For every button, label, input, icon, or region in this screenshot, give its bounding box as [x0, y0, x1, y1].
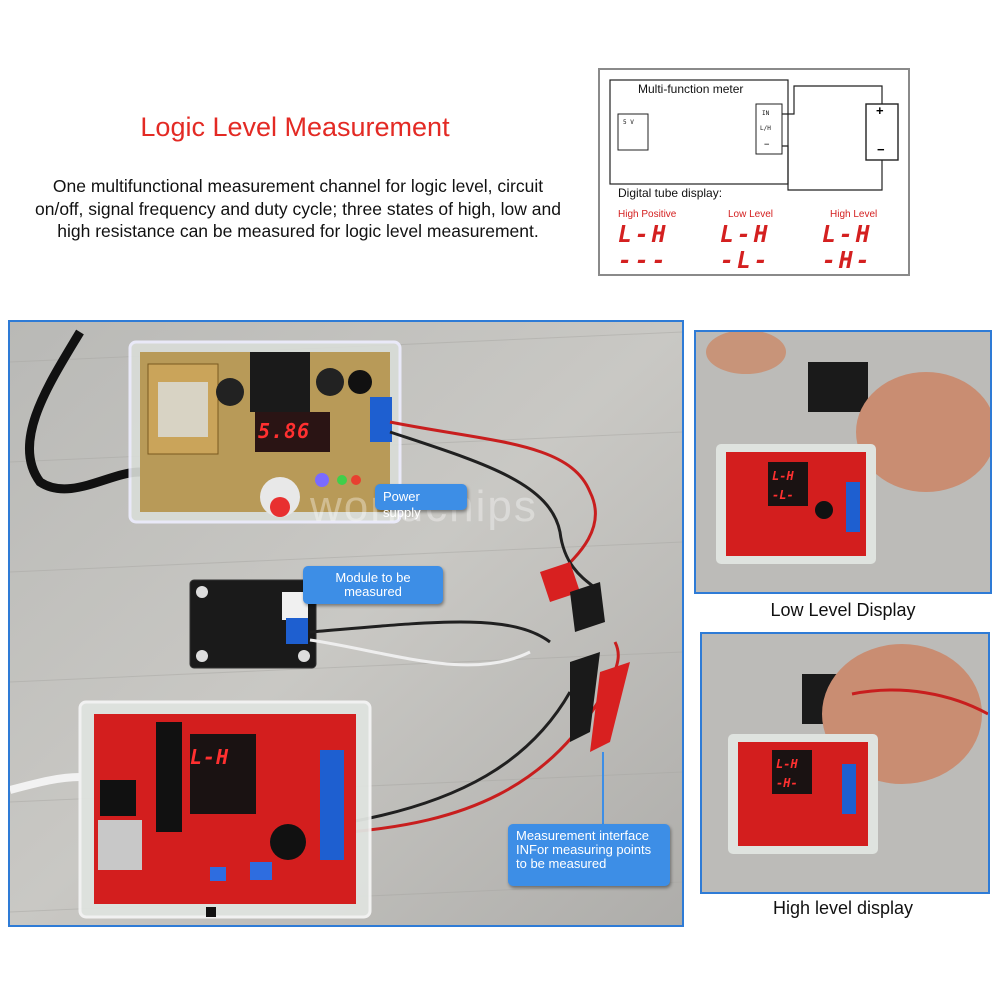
page-title: Logic Level Measurement — [140, 112, 450, 142]
port-lh-label: L/H — [760, 125, 771, 132]
battery-minus-icon: − — [877, 142, 885, 157]
display-label: Digital tube display: — [618, 186, 723, 200]
circuit-wiring — [609, 79, 899, 191]
power-supply-readout: 5.86 — [258, 419, 311, 443]
low-level-caption: Low Level Display — [770, 600, 916, 620]
segment-display-line1: L-H — [720, 222, 771, 248]
port-minus-label: − — [764, 140, 770, 150]
meter-readout-top: L-H — [190, 745, 230, 769]
meter-label: Multi-function meter — [638, 82, 744, 96]
segment-display-line2: -L- — [720, 248, 771, 274]
low-display-bottom: -L- — [772, 488, 794, 502]
high-display-bottom: -H- — [776, 776, 798, 790]
high-level-photo: L-H -H- — [700, 632, 990, 894]
low-level-illustration — [696, 332, 990, 592]
segment-display-line1: L-H — [618, 222, 669, 248]
high-level-illustration — [702, 634, 988, 892]
segment-display-line1: L-H — [822, 222, 873, 248]
circuit-diagram: Multi-function meter 5 V IN L/H − + − Di… — [598, 68, 910, 276]
state-name: High Level — [830, 209, 878, 220]
callout-power-supply: Power supply — [375, 484, 467, 520]
main-setup-photo: 5.86 L-H worldchips Power supply Module … — [8, 320, 684, 927]
segment-display-line2: --- — [618, 248, 669, 274]
low-display-top: L-H — [772, 469, 794, 483]
low-level-photo: L-H -L- — [694, 330, 992, 594]
high-level-caption: High level display — [772, 898, 914, 918]
feature-description: One multifunctional measurement channel … — [35, 176, 561, 241]
high-display-top: L-H — [776, 757, 798, 771]
state-name: High Positive — [618, 209, 677, 220]
segment-display-line2: -H- — [822, 248, 873, 274]
source-label: 5 V — [623, 119, 634, 126]
battery-plus-icon: + — [876, 103, 884, 118]
callout-measurement: Measurement interface INFor measuring po… — [508, 824, 670, 886]
callout-module: Module to be measured — [303, 566, 443, 604]
state-name: Low Level — [728, 209, 774, 220]
port-in-label: IN — [762, 110, 770, 117]
